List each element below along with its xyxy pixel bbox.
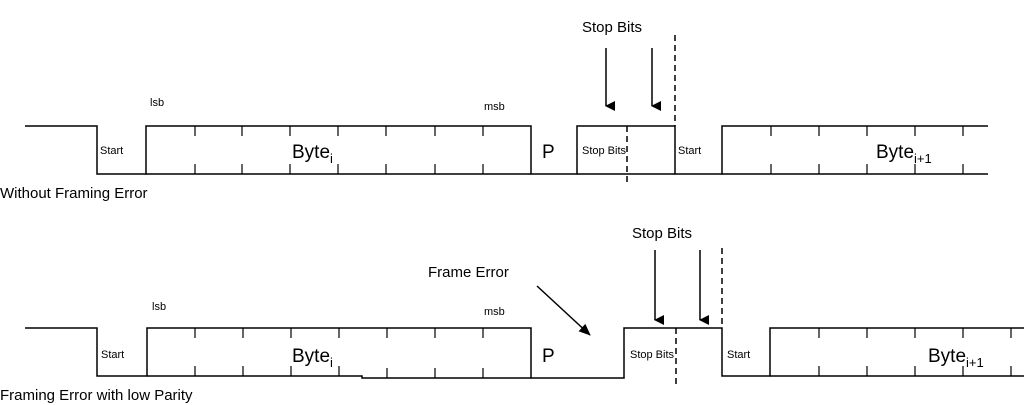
top-lsb-label: lsb (150, 97, 164, 109)
bottom-stop-bits-heading: Stop Bits (632, 225, 692, 242)
bottom-msb-label: msb (484, 306, 505, 318)
bottom-next-byte-label: Bytei+1 (928, 346, 984, 370)
bottom-next-bit-ticks (818, 328, 1012, 376)
top-stop-bits-inline-label: Stop Bits (582, 145, 627, 157)
top-signal-waveform (25, 125, 988, 175)
top-start-label: Start (100, 145, 123, 157)
bottom-stop-bits-inline-label: Stop Bits (630, 349, 675, 361)
frame-error-arrow (536, 285, 591, 336)
bottom-parity-label: P (542, 346, 555, 367)
top-start2-label: Start (678, 145, 701, 157)
top-parity-label: P (542, 142, 555, 163)
bottom-byte-baseline (147, 375, 531, 379)
top-stop-bits-heading: Stop Bits (582, 19, 642, 36)
bottom-start-label: Start (101, 349, 124, 361)
top-timing-diagram: Stop Bits lsb msb Start Bytei P Stop Bit… (0, 19, 988, 202)
bottom-byte-label: Bytei (292, 346, 333, 370)
top-msb-label: msb (484, 101, 505, 113)
bottom-start2-label: Start (727, 349, 750, 361)
top-byte-label: Bytei (292, 142, 333, 166)
top-caption: Without Framing Error (0, 185, 148, 202)
frame-error-label: Frame Error (428, 264, 509, 281)
top-bit-ticks (194, 126, 484, 174)
top-next-byte-label: Bytei+1 (876, 142, 932, 166)
bottom-lsb-label: lsb (152, 301, 166, 313)
bottom-signal-waveform (25, 327, 1024, 379)
top-next-bit-ticks (770, 126, 964, 174)
bottom-caption: Framing Error with low Parity (0, 387, 193, 404)
bottom-timing-diagram: Stop Bits Frame Error lsb msb Start Byte… (0, 225, 1024, 404)
bottom-bit-ticks (194, 328, 484, 378)
